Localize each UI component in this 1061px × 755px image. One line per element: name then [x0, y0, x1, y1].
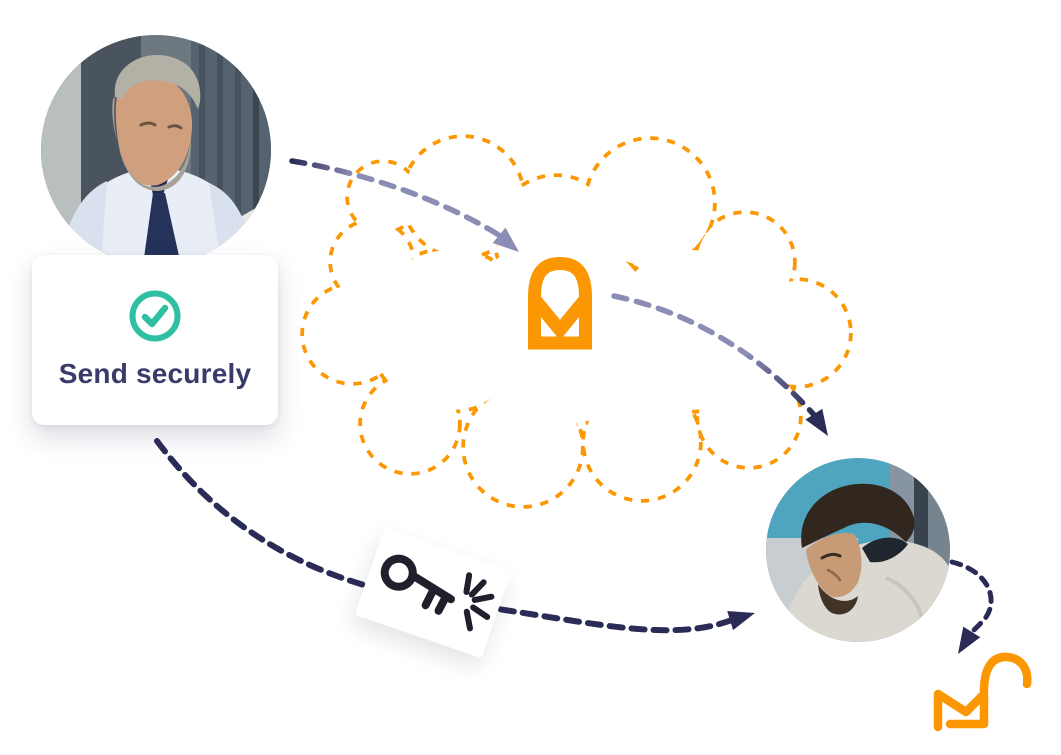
arrow-sender-to-cloud: [289, 158, 519, 252]
arrowhead-icon: [805, 408, 828, 436]
recipient-photo: [766, 458, 950, 642]
arrowhead-icon: [727, 611, 755, 631]
send-securely-label: Send securely: [58, 358, 252, 389]
cloud-fill: [304, 138, 849, 505]
check-circle-icon: [129, 290, 181, 342]
key-card: [354, 527, 512, 659]
cloud-outline: [300, 134, 853, 509]
spark-burst-icon: [463, 572, 495, 632]
key-card-graphic: [380, 554, 495, 632]
arrowhead-icon: [492, 227, 519, 252]
arrow-recipient-to-unlock: [949, 559, 994, 654]
open-lock-envelope-icon: [933, 652, 1032, 732]
sender-portrait: [41, 35, 271, 265]
key-icon: [380, 554, 455, 615]
arrowhead-icon: [958, 626, 981, 654]
sender-photo: [41, 35, 271, 265]
send-securely-card: Send securely: [32, 255, 278, 425]
recipient-portrait: [766, 458, 950, 642]
mail-arch-logo-icon: [528, 256, 592, 350]
arrow-cloud-to-recipient: [611, 293, 828, 436]
